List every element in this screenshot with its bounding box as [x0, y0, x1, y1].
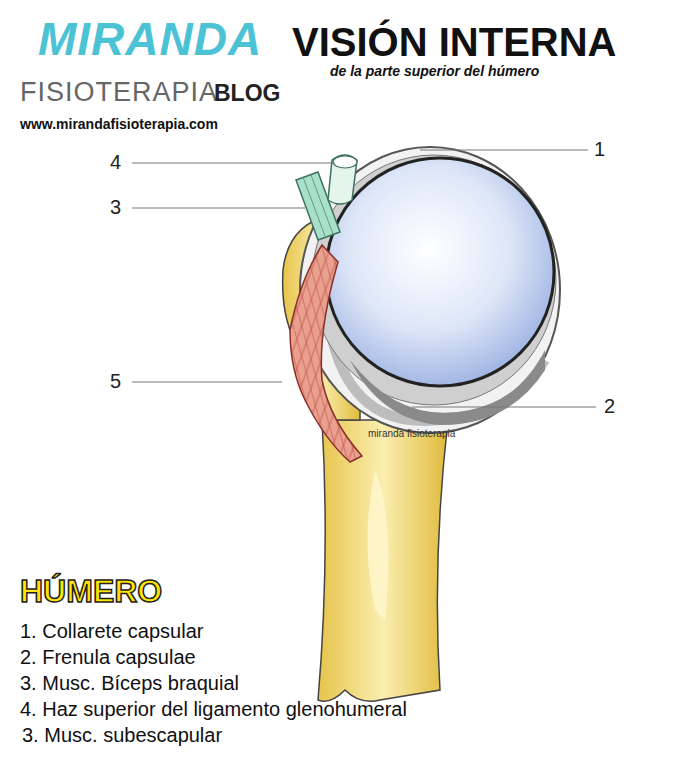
website-url: www.mirandafisioterapia.com	[20, 117, 218, 132]
legend-item: 3. Musc. Bíceps braquial	[20, 672, 239, 694]
callout-number: 3	[110, 196, 121, 218]
logo-subtext: FISIOTERAPIA	[20, 78, 218, 108]
callout-number: 4	[110, 151, 121, 173]
legend-item: 3. Musc. subescapular	[22, 724, 222, 746]
legend-item: 4. Haz superior del ligamento glenohumer…	[20, 698, 407, 720]
subscapularis-muscle	[290, 245, 362, 462]
humerus-shaft	[318, 420, 448, 701]
legend-item: 2. Frenula capsulae	[20, 646, 196, 668]
logo-subtext: BLOG	[214, 81, 280, 106]
callout-number: 5	[110, 370, 121, 392]
logo-text: MIRANDA	[38, 14, 262, 65]
page-title: VISIÓN INTERNA	[292, 20, 616, 64]
subtitle: de la parte superior del húmero	[330, 64, 539, 79]
leader-lines	[132, 150, 596, 407]
glenohumeral-ligament	[328, 155, 357, 204]
callout-number: 1	[594, 138, 605, 160]
capsule	[300, 147, 560, 433]
watermark: miranda fisioterapia	[368, 428, 455, 439]
legend-item: 1. Collarete capsular	[20, 620, 203, 642]
section-heading: HÚMERO	[20, 574, 162, 609]
callout-number: 2	[604, 395, 615, 417]
humeral-head	[326, 158, 554, 386]
